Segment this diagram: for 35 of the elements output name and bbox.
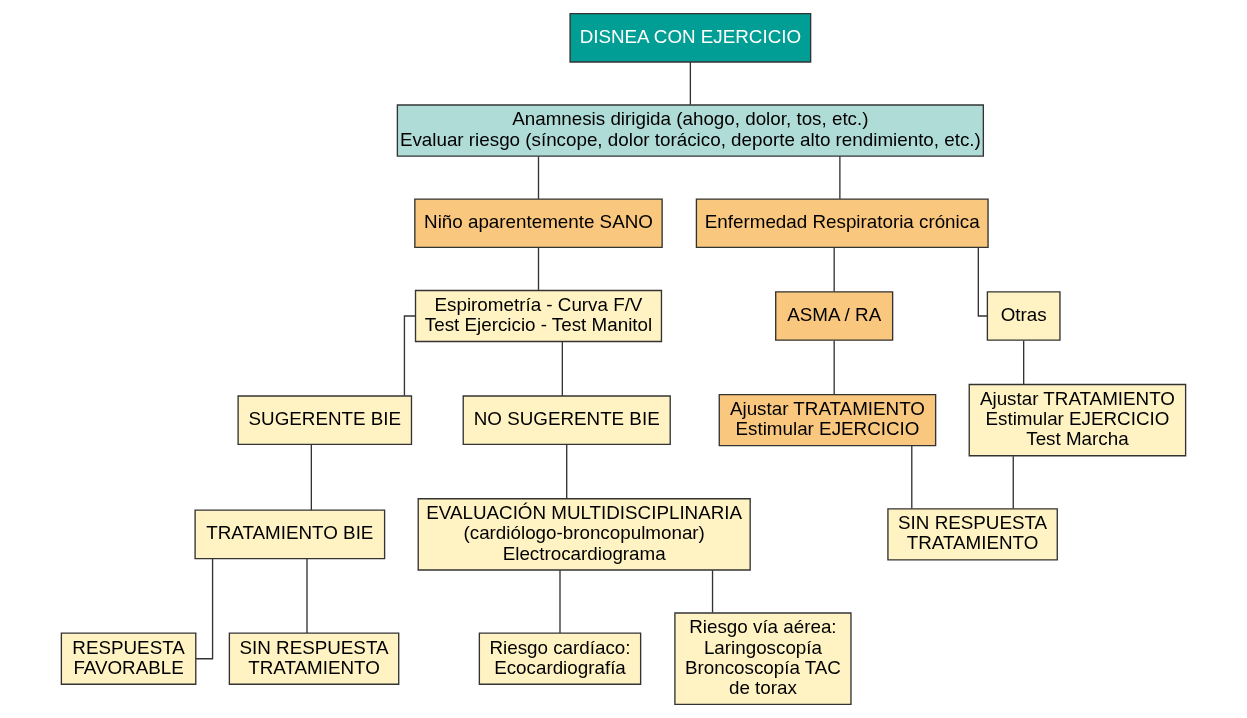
node-box: SUGERENTE BIE — [237, 395, 413, 445]
connector — [561, 341, 563, 397]
connector — [310, 443, 313, 511]
connector — [1023, 340, 1025, 385]
connector — [839, 155, 841, 200]
connector — [537, 155, 540, 200]
connector — [977, 246, 988, 317]
connector — [1012, 455, 1014, 510]
connector — [833, 246, 835, 293]
node-box: Riesgo cardíaco: Ecocardiografía — [478, 632, 642, 685]
connector — [689, 61, 692, 106]
connector — [537, 246, 540, 291]
node-box: Riesgo vía aérea: Laringoscopía Broncoscopía TAC de torax — [674, 612, 852, 706]
node-box: Ajustar TRATAMIENTO Estimular EJERCICIO — [718, 393, 937, 447]
connector — [711, 569, 714, 614]
node-box: EVALUACIÓN MULTIDISCIPLINARIA (cardiólogo-broncopulmonar) Electrocardiograma — [417, 498, 751, 571]
connector — [403, 315, 417, 397]
node-box: TRATAMIENTO BIE — [194, 509, 386, 560]
connector — [566, 443, 568, 500]
node-box: Niño aparentemente SANO — [414, 198, 663, 249]
node-box: RESPUESTA FAVORABLE — [60, 632, 197, 685]
node-box: Anamnesis dirigida (ahogo, dolor, tos, etc.) Evaluar riesgo (síncope, dolor torácico, deporte alto rendimiento, etc.) — [396, 104, 984, 157]
connector — [833, 340, 835, 396]
connector — [306, 558, 308, 634]
connector — [911, 445, 913, 510]
node-box: DISNEA CON EJERCICIO — [569, 12, 812, 63]
node-box: Enfermedad Respiratoria crónica — [695, 198, 989, 249]
connector — [559, 569, 561, 634]
node-box: NO SUGERENTE BIE — [462, 395, 671, 445]
node-box: Espirometría - Curva F/V Test Ejercicio - Test Manitol — [414, 289, 663, 343]
node-box: Otras — [986, 291, 1061, 341]
node-box: ASMA / RA — [775, 291, 894, 341]
node-box: SIN RESPUESTA TRATAMIENTO — [228, 632, 400, 685]
node-box: Ajustar TRATAMIENTO Estimular EJERCICIO Test Marcha — [968, 383, 1187, 457]
node-box: SIN RESPUESTA TRATAMIENTO — [887, 508, 1058, 561]
